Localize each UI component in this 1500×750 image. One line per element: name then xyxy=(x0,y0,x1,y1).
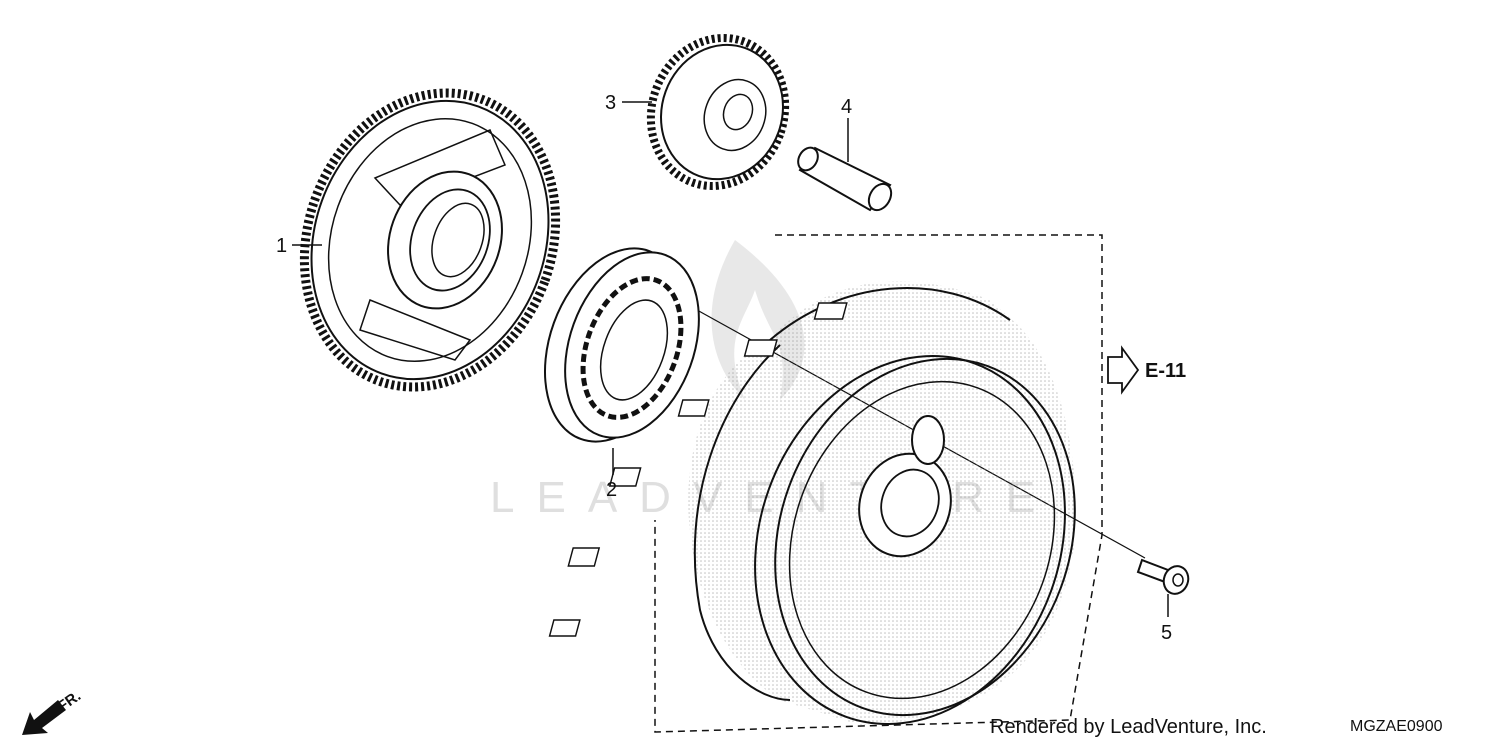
callout-label-2: 2 xyxy=(606,479,617,501)
part-2-one-way-clutch[interactable] xyxy=(520,229,723,461)
part-1-driven-gear[interactable] xyxy=(264,57,596,422)
part-3-idle-gear[interactable] xyxy=(630,19,805,205)
reference-link-e11[interactable]: E-11 xyxy=(1107,345,1186,395)
front-arrow-icon xyxy=(22,700,66,735)
callout-label-3: 3 xyxy=(605,92,616,114)
callout-label-5: 5 xyxy=(1161,622,1172,644)
reference-label: E-11 xyxy=(1145,360,1186,382)
callout-4: 4 xyxy=(841,96,852,162)
flywheel-assembly xyxy=(548,281,1076,725)
part-5-bolt[interactable] xyxy=(1136,558,1192,597)
credit-text: Rendered by LeadVenture, Inc. xyxy=(990,716,1267,738)
front-direction-indicator: FR. xyxy=(22,687,84,735)
reference-arrow-icon xyxy=(1107,345,1140,395)
assembly-dashed-outline xyxy=(654,234,1103,733)
part-4-shaft[interactable] xyxy=(794,144,895,214)
callout-label-1: 1 xyxy=(276,235,287,257)
callout-1: 1 xyxy=(276,235,322,257)
callout-2: 2 xyxy=(606,448,617,501)
callout-label-4: 4 xyxy=(841,96,852,118)
watermark-flame-icon xyxy=(711,240,805,400)
callout-5: 5 xyxy=(1161,594,1172,644)
callout-3: 3 xyxy=(605,92,652,114)
diagram-code: MGZAE0900 xyxy=(1350,718,1443,735)
